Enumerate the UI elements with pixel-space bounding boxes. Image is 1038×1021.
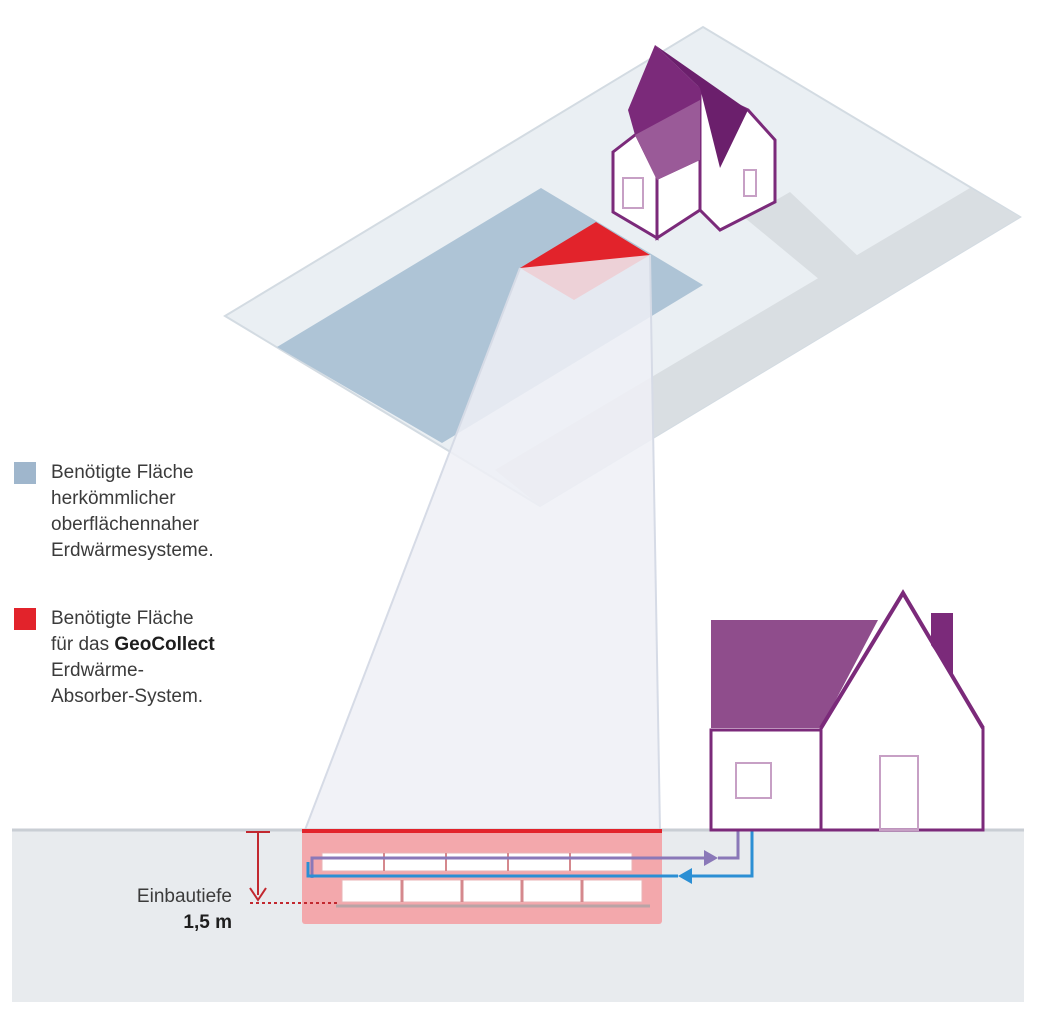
legend-line: oberflächennaher [51,514,199,535]
legend-line: Benötigte Fläche [51,608,194,629]
legend-text-geocollect: Benötigte Fläche für das GeoCollect Erdw… [51,606,294,710]
flow-arrow-icon [704,850,718,866]
legend-swatch-conventional [14,462,36,484]
legend-line: Benötigte Fläche [51,462,194,483]
depth-marker [246,831,340,904]
legend-line: für das GeoCollect [51,632,294,658]
iso-house [611,45,777,241]
projection-beam [305,255,660,830]
driveway [745,192,860,280]
legend-line: Absorber-System. [51,686,204,707]
return-arrow-icon [678,868,692,884]
side-house [709,589,985,832]
house-window [735,762,772,799]
house-door [879,755,919,831]
legend-line: Erdwärmesysteme. [51,540,214,561]
absorber-modules-upper [321,852,633,872]
legend-swatch-geocollect [14,608,36,630]
absorber-modules-lower [336,879,650,908]
legend-text-conventional: Benötigte Fläche herkömmlicher oberfläch… [51,460,294,564]
return-pipe [690,830,754,878]
depth-value: 1,5 m [183,912,232,933]
depth-label: Einbautiefe 1,5 m [70,884,232,936]
legend-geocollect: Benötigte Fläche für das GeoCollect Erdw… [14,606,294,710]
legend-line-prefix: für das [51,634,115,655]
legend-line: herkömmlicher [51,488,176,509]
legend-line: Erdwärme- [51,660,144,681]
flow-pipe [310,856,705,878]
legend-brand-name: GeoCollect [114,634,215,655]
depth-arrow-icon [249,887,267,902]
depth-label-text: Einbautiefe [136,886,232,907]
legend-conventional: Benötigte Fläche herkömmlicher oberfläch… [14,460,294,564]
